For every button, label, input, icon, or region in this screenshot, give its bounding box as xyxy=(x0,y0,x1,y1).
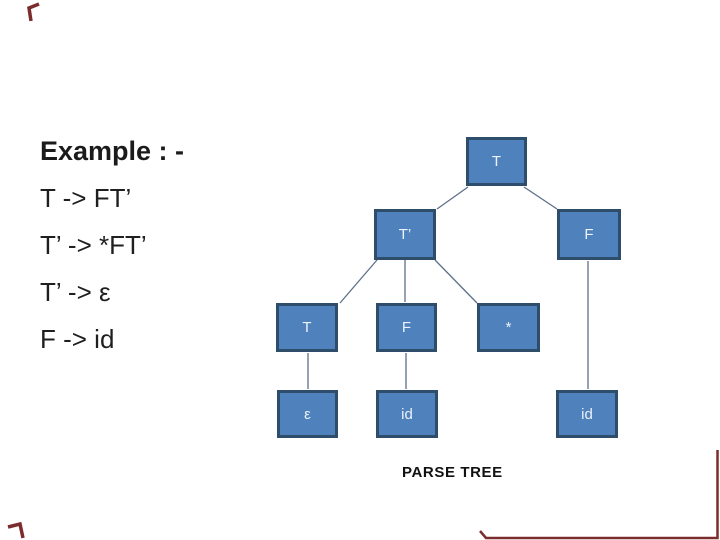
tree-edge xyxy=(436,186,469,210)
tree-node-id-left: id xyxy=(376,390,438,438)
tree-node-t-mid: T xyxy=(276,303,338,352)
parse-tree-caption: PARSE TREE xyxy=(402,464,503,481)
slide-title: Example : - xyxy=(40,136,185,166)
tree-node-epsilon: ε xyxy=(277,390,338,438)
grammar-rule-3: T’ -> ε xyxy=(40,277,111,307)
tree-node-f-right: F xyxy=(557,209,621,260)
grammar-block: Example : - T -> FT’ T’ -> *FT’ T’ -> ε … xyxy=(40,128,184,363)
tree-node-t-prime: T’ xyxy=(374,209,436,260)
tree-node-star: * xyxy=(477,303,540,352)
grammar-rule-4: F -> id xyxy=(40,324,115,354)
tree-edge xyxy=(339,259,378,304)
tree-node-t-root: T xyxy=(466,137,527,186)
tree-node-f-mid: F xyxy=(376,303,437,352)
grammar-rule-2: T’ -> *FT’ xyxy=(40,230,147,260)
grammar-rule-1: T -> FT’ xyxy=(40,183,132,213)
tree-edge xyxy=(523,186,558,210)
tree-edge xyxy=(434,259,478,304)
tree-node-id-right: id xyxy=(556,390,618,438)
